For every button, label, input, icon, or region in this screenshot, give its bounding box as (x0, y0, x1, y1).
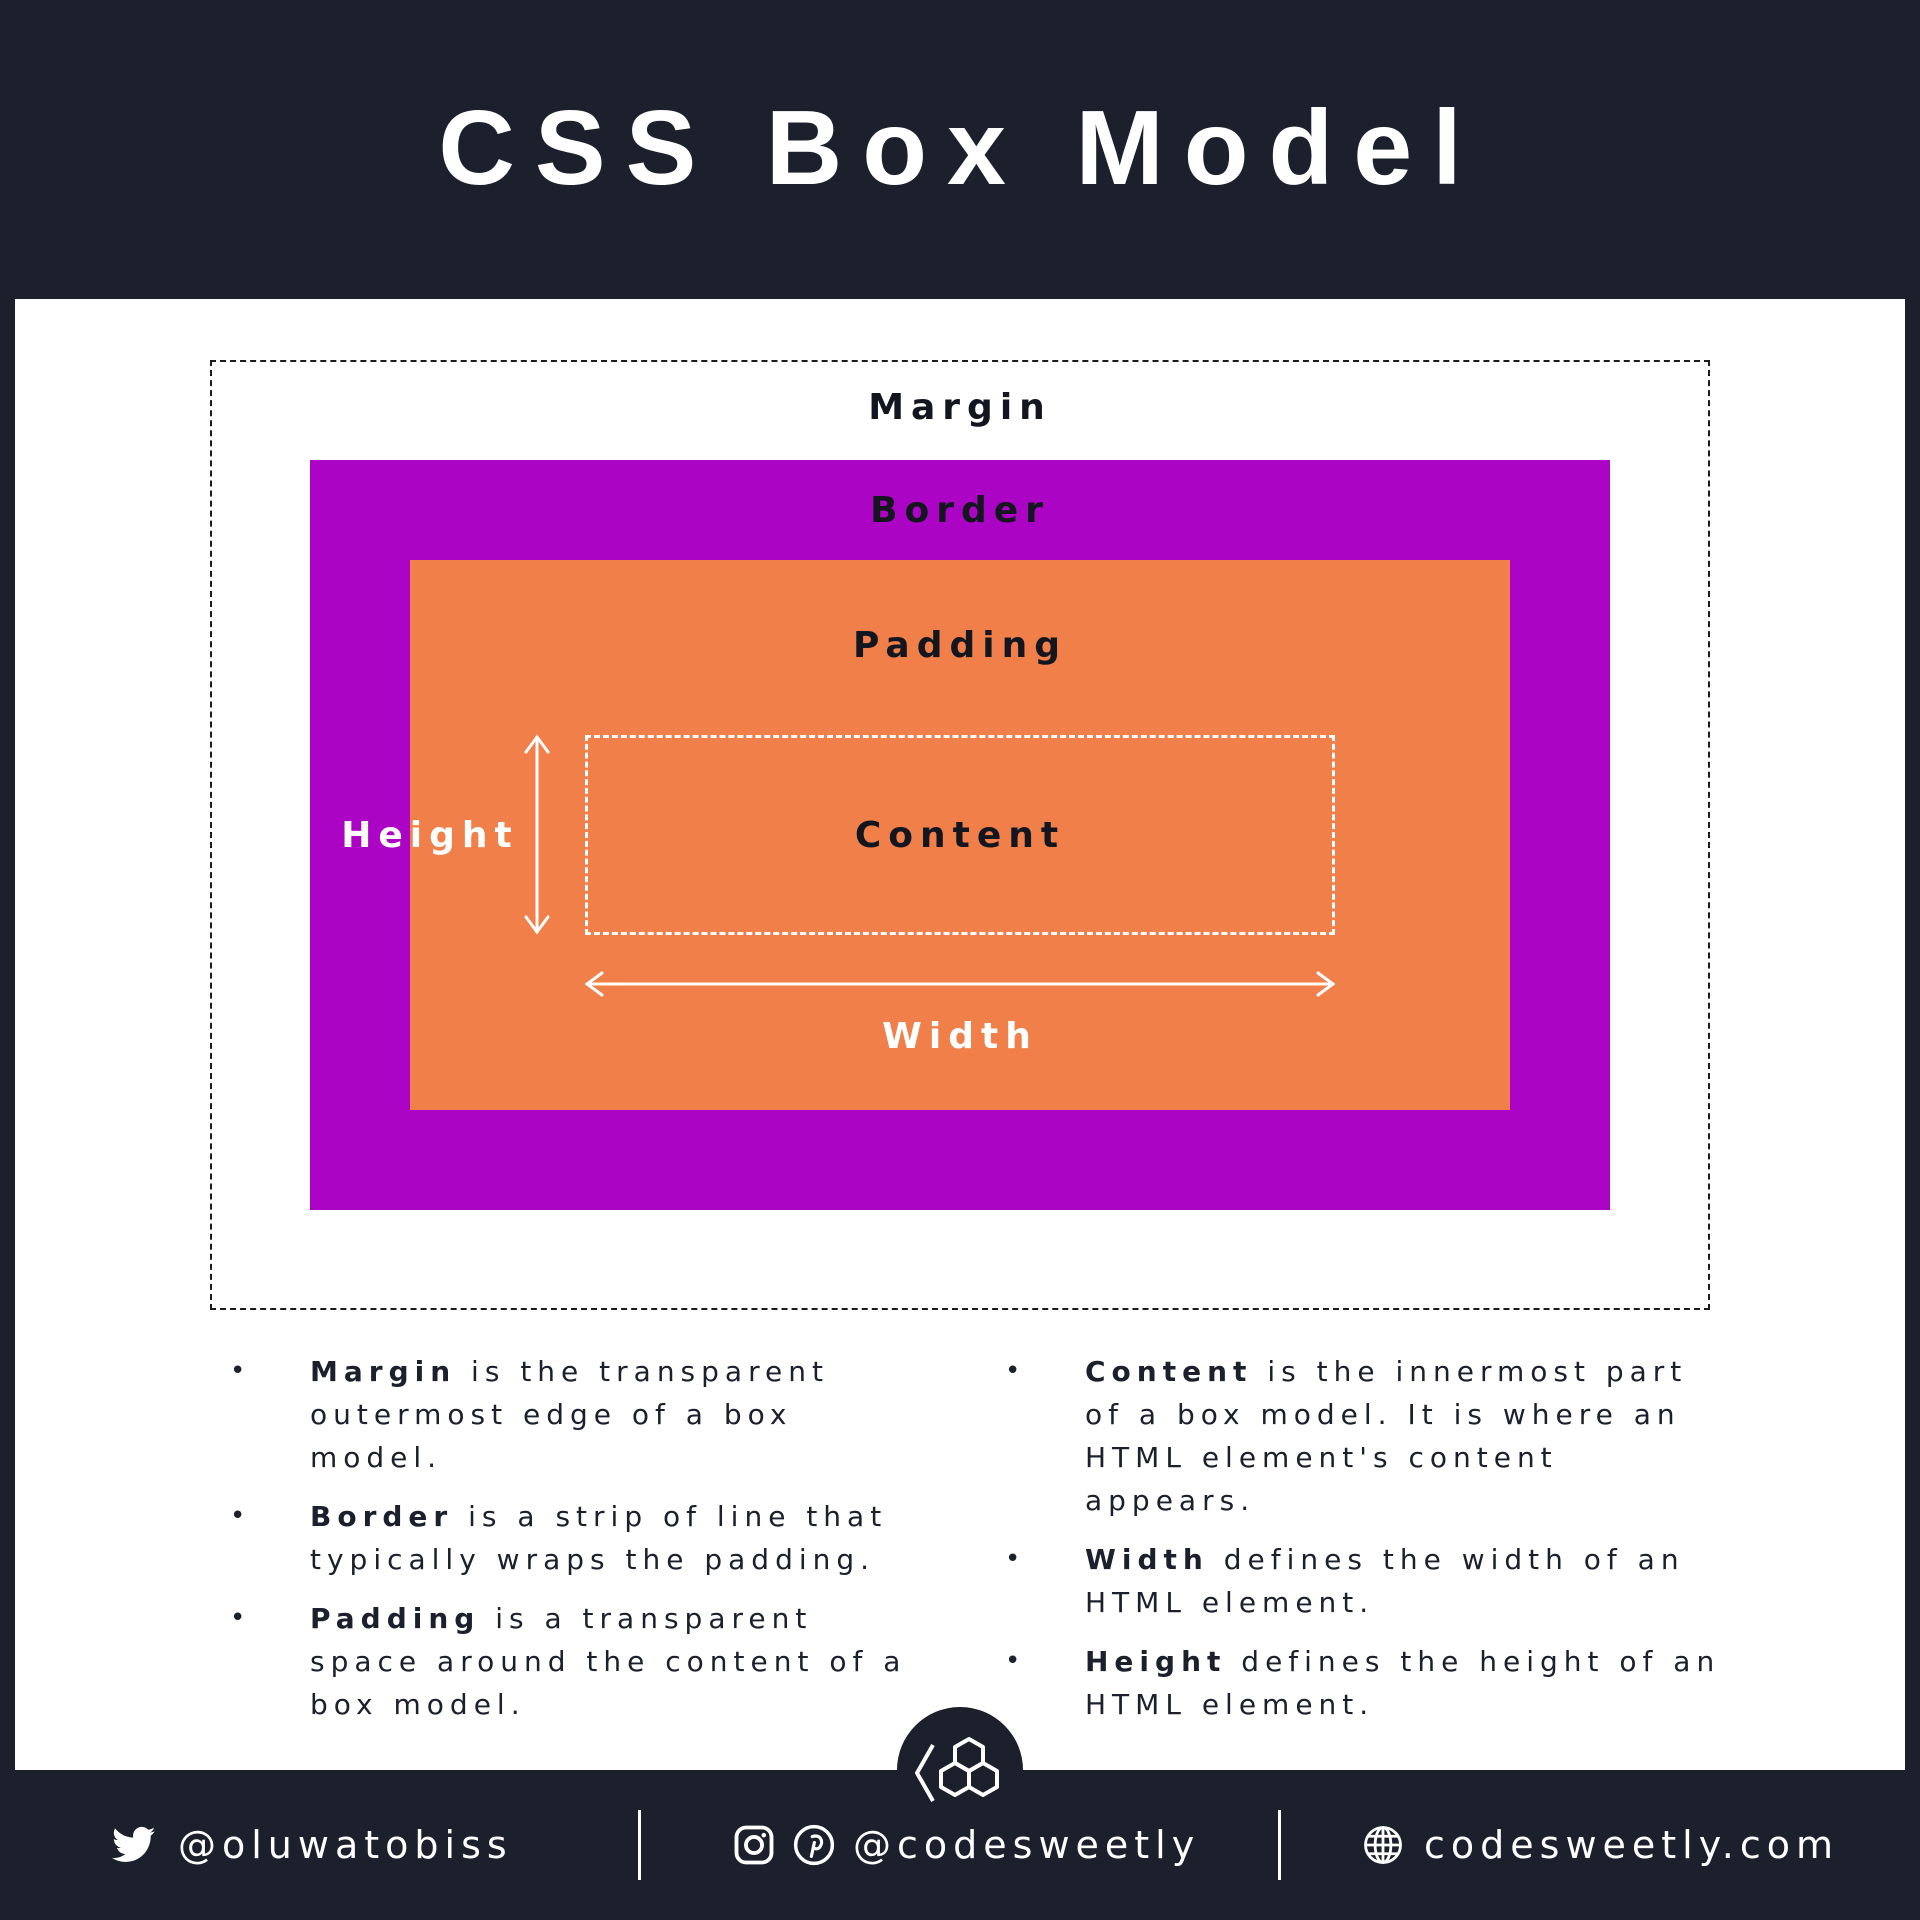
website-url: codesweetly.com (1424, 1823, 1840, 1867)
border-label: Border (870, 490, 1050, 531)
definition-width: defines the width of an HTML element. (1085, 1543, 1685, 1619)
logo-icon (915, 1737, 999, 1802)
term-border: Border (310, 1500, 454, 1533)
term-padding: Padding (310, 1602, 481, 1635)
twitter-icon (112, 1826, 156, 1862)
content-area (585, 735, 1335, 935)
definition-border: is a strip of line that typically wraps … (310, 1500, 888, 1576)
term-content: Content (1085, 1355, 1253, 1388)
content-label: Content (854, 815, 1066, 856)
bullet: • (230, 1356, 246, 1386)
definition-margin: is the transparent outermost edge of a b… (310, 1355, 829, 1474)
twitter-link[interactable]: @oluwatobiss (112, 1820, 513, 1870)
codesweetly-logo (897, 1707, 1023, 1833)
definition-padding: is a transparent space around the conten… (310, 1602, 907, 1721)
bullet: • (1005, 1356, 1021, 1386)
globe-icon (1364, 1826, 1402, 1864)
footer-divider (638, 1810, 641, 1880)
margin-label: Margin (868, 387, 1052, 428)
padding-label: Padding (853, 625, 1067, 666)
term-margin: Margin (310, 1355, 457, 1388)
list-item: • Width defines the width of an HTML ele… (1005, 1538, 1725, 1624)
margin-area (210, 360, 1710, 1310)
codesweetly-social-link[interactable]: @codesweetly (733, 1820, 1200, 1870)
list-item: • Padding is a transparent space around … (230, 1597, 930, 1726)
height-label: Height (341, 815, 519, 856)
padding-area (410, 560, 1510, 1110)
width-label: Width (882, 1016, 1038, 1057)
footer-divider (1278, 1810, 1281, 1880)
page-title: CSS Box Model (438, 89, 1482, 207)
website-link[interactable]: codesweetly.com (1362, 1820, 1839, 1870)
term-width: Width (1085, 1543, 1209, 1576)
header: CSS Box Model (0, 0, 1920, 299)
social-handle: @codesweetly (853, 1823, 1201, 1867)
instagram-icon (734, 1825, 774, 1865)
definition-height: defines the height of an HTML element. (1085, 1645, 1721, 1721)
definition-content: is the innermost part of a box model. It… (1085, 1355, 1688, 1517)
bullet: • (1005, 1646, 1021, 1676)
pinterest-icon (793, 1824, 835, 1866)
definitions-right: • Content is the innermost part of a box… (1005, 1350, 1725, 1742)
definitions-left: • Margin is the transparent outermost ed… (230, 1350, 930, 1742)
list-item: • Height defines the height of an HTML e… (1005, 1640, 1725, 1726)
list-item: • Content is the innermost part of a box… (1005, 1350, 1725, 1522)
bullet: • (230, 1501, 246, 1531)
list-item: • Border is a strip of line that typical… (230, 1495, 930, 1581)
term-height: Height (1085, 1645, 1227, 1678)
bullet: • (230, 1603, 246, 1633)
twitter-handle: @oluwatobiss (178, 1823, 513, 1867)
list-item: • Margin is the transparent outermost ed… (230, 1350, 930, 1479)
bullet: • (1005, 1544, 1021, 1574)
